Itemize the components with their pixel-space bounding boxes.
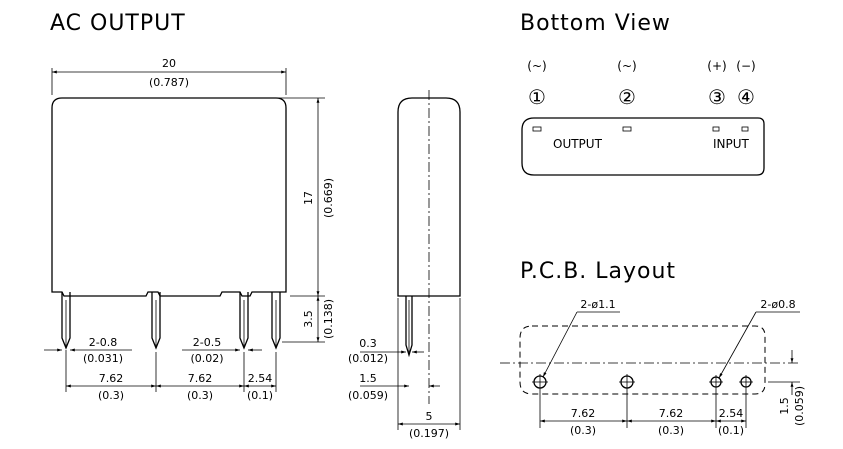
pin-3-number: ③ — [708, 85, 726, 109]
relay-body-outline — [51, 97, 287, 297]
dim-pitch-1-mm: 7.62 — [99, 372, 124, 385]
pcb-outline — [519, 325, 766, 395]
side-view: 0.3 (0.012) 1.5 (0.059) 5 (0.197) — [348, 90, 461, 440]
hole-small-label: 2-ø0.8 — [760, 298, 795, 311]
dim-pin-width-1-in: (0.031) — [83, 352, 123, 365]
pin-3-pad — [712, 126, 720, 132]
pin-3-polarity: (+) — [707, 59, 726, 73]
dim-height-in: (0.669) — [322, 178, 335, 218]
dim-pitch-2-mm: 7.62 — [188, 372, 213, 385]
input-label: INPUT — [713, 137, 750, 151]
hole-2 — [619, 374, 635, 390]
dim-width-mm: 20 — [162, 57, 176, 70]
pcb-pitch-1-mm: 7.62 — [571, 407, 596, 420]
pin-2-polarity: (~) — [617, 59, 636, 73]
front-view: 20 (0.787) 17 (0.669) 3.5 (0.138) 2-0.8 … — [44, 57, 335, 402]
hole-4 — [739, 375, 753, 389]
pin-2-pad — [622, 126, 632, 132]
dim-pin-width-1-mm: 2-0.8 — [89, 336, 117, 349]
pin-1-pad — [532, 126, 542, 132]
dim-pin-length-mm: 3.5 — [302, 310, 315, 328]
title-ac-output: AC OUTPUT — [50, 11, 186, 36]
pcb-pitch-1-in: (0.3) — [570, 424, 596, 437]
hole-1 — [532, 374, 548, 390]
front-pins — [61, 292, 281, 350]
pin-2-number: ② — [618, 85, 636, 109]
dim-height-mm: 17 — [302, 191, 315, 205]
dim-depth-in: (0.197) — [409, 427, 449, 440]
dim-pitch-1-in: (0.3) — [98, 389, 124, 402]
dim-pitch-3-mm: 2.54 — [248, 372, 273, 385]
dim-pin-offset-in: (0.059) — [348, 389, 388, 402]
pcb-pitch-3-in: (0.1) — [718, 424, 744, 437]
dim-pin-offset-mm: 1.5 — [359, 372, 377, 385]
dim-pin-thickness-in: (0.012) — [348, 352, 388, 365]
dim-pin-width-2-in: (0.02) — [190, 352, 223, 365]
dim-pitch-3-in: (0.1) — [247, 389, 273, 402]
pcb-layout: 2-ø1.1 2-ø0.8 7.62 (0.3) 7.62 (0.3) 2.54… — [500, 298, 806, 437]
dim-pitch-2-in: (0.3) — [187, 389, 213, 402]
hole-3 — [709, 375, 723, 389]
title-bottom-view: Bottom View — [520, 11, 671, 36]
dim-pin-length-in: (0.138) — [322, 299, 335, 339]
dim-depth-mm: 5 — [426, 410, 433, 423]
bottom-body-outline — [521, 117, 765, 176]
pin-1-number: ① — [528, 85, 546, 109]
pcb-pitch-3-mm: 2.54 — [719, 407, 744, 420]
hole-large-label: 2-ø1.1 — [580, 298, 615, 311]
bottom-view: (~) (~) (+) (−) ① ② ③ ④ OUTPUT INPUT — [521, 59, 765, 176]
dim-pin-width-2-mm: 2-0.5 — [193, 336, 221, 349]
pin-4-pad — [741, 126, 749, 132]
dim-pin-thickness-mm: 0.3 — [359, 337, 377, 350]
title-pcb-layout: P.C.B. Layout — [520, 259, 676, 284]
pin-1-polarity: (~) — [527, 59, 546, 73]
dim-width-in: (0.787) — [149, 76, 189, 89]
pcb-offset-in: (0.059) — [793, 386, 806, 426]
pin-4-number: ④ — [737, 85, 755, 109]
pin-4-polarity: (−) — [736, 59, 755, 73]
pcb-pitch-2-in: (0.3) — [658, 424, 684, 437]
pcb-offset-mm: 1.5 — [778, 397, 791, 415]
output-label: OUTPUT — [553, 137, 603, 151]
pcb-pitch-2-mm: 7.62 — [659, 407, 684, 420]
side-body-outline — [397, 97, 461, 297]
